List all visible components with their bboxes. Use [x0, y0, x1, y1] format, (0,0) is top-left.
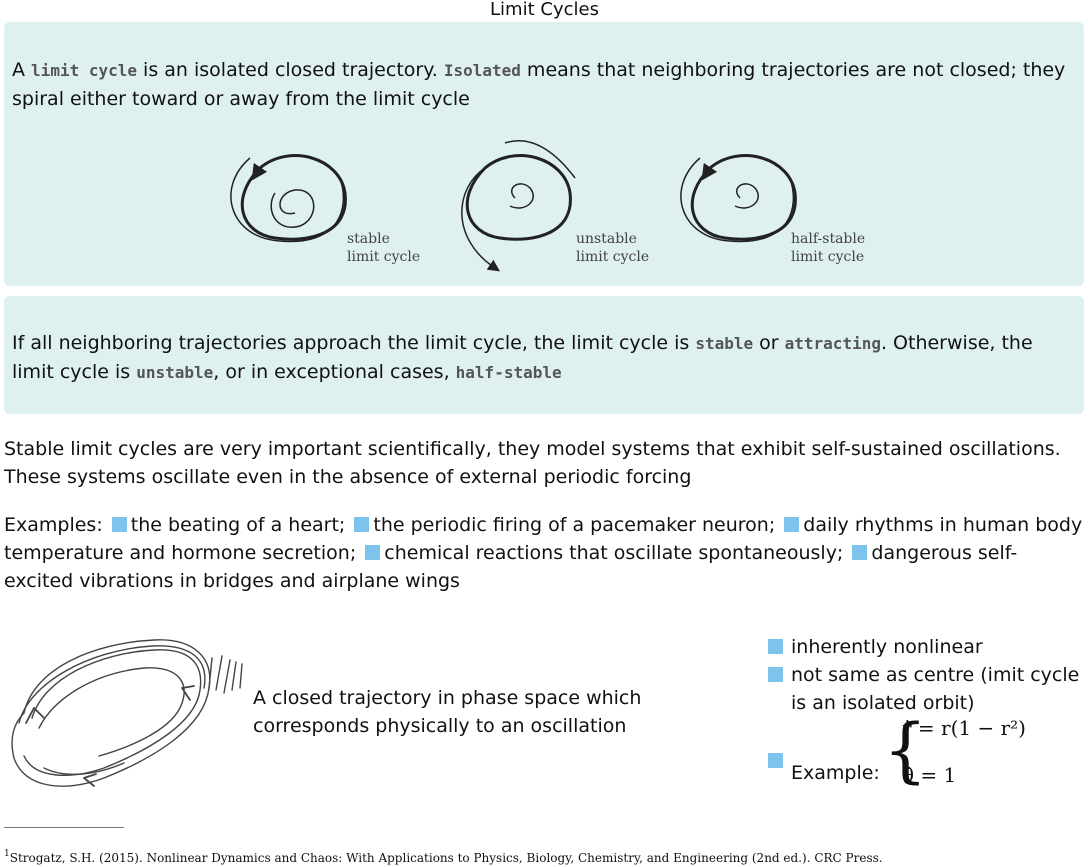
bullet-square: [365, 545, 381, 560]
term-attracting: attracting: [784, 334, 881, 353]
example-item: daily rhythms in human body temperature …: [4, 514, 1083, 564]
example-item: the beating of a heart;: [130, 514, 346, 536]
definition-text: A limit cycle is an isolated closed traj…: [12, 59, 1066, 110]
bullet-square: [768, 753, 783, 768]
footnote-divider: [4, 827, 124, 828]
stable-limit-cycle-graphic: [230, 154, 347, 243]
example-item: the periodic firing of a pacemaker neuro…: [373, 514, 776, 536]
bullet-square: [111, 517, 127, 532]
bullet-square: [354, 517, 370, 532]
page-title: Limit Cycles: [490, 0, 599, 20]
example-equation-item: Example:: [768, 731, 1088, 784]
term-unstable: unstable: [136, 363, 214, 382]
oscillation-sketch: [11, 639, 243, 787]
term-stable: stable: [695, 334, 754, 353]
term-half-stable: half-stable: [455, 363, 562, 382]
oscillation-caption: A closed trajectory in phase space which…: [253, 687, 642, 737]
footnote: 1Strogatz, S.H. (2015). Nonlinear Dynami…: [4, 849, 883, 865]
half-stable-label: half-stable limit cycle: [791, 231, 866, 265]
term-limit-cycle: limit cycle: [31, 61, 138, 80]
half-stable-limit-cycle-graphic: [680, 154, 797, 243]
stability-box: [4, 296, 1084, 414]
equation-brace: {: [883, 709, 928, 791]
example-label: Example:: [791, 762, 880, 784]
importance-paragraph: Stable limit cycles are very important s…: [4, 438, 1061, 488]
property-item: inherently nonlinear: [768, 633, 1088, 661]
property-item: not same as centre (imit cycle is an iso…: [768, 661, 1088, 717]
definition-box: [4, 22, 1084, 286]
stable-label: stable limit cycle: [347, 231, 421, 265]
unstable-limit-cycle-graphic: [461, 140, 576, 272]
limit-cycle-diagram: [230, 140, 797, 272]
bullet-square: [768, 639, 783, 654]
bullet-square: [852, 545, 868, 560]
equation-theta: θ̇ = 1: [902, 763, 957, 787]
stability-text: If all neighboring trajectories approach…: [12, 332, 1033, 383]
example-item: dangerous self-excited vibrations in bri…: [4, 542, 1018, 592]
unstable-label: unstable limit cycle: [576, 231, 650, 265]
examples-paragraph: Examples: the beating of a heart; the pe…: [4, 514, 1083, 592]
bullet-square: [768, 667, 783, 682]
properties-list: inherently nonlinear not same as centre …: [768, 633, 1088, 784]
example-item: chemical reactions that oscillate sponta…: [384, 542, 844, 564]
bullet-square: [784, 517, 800, 532]
term-isolated: Isolated: [443, 61, 521, 80]
equation-r: ṙ = r(1 − r²): [902, 716, 1026, 740]
